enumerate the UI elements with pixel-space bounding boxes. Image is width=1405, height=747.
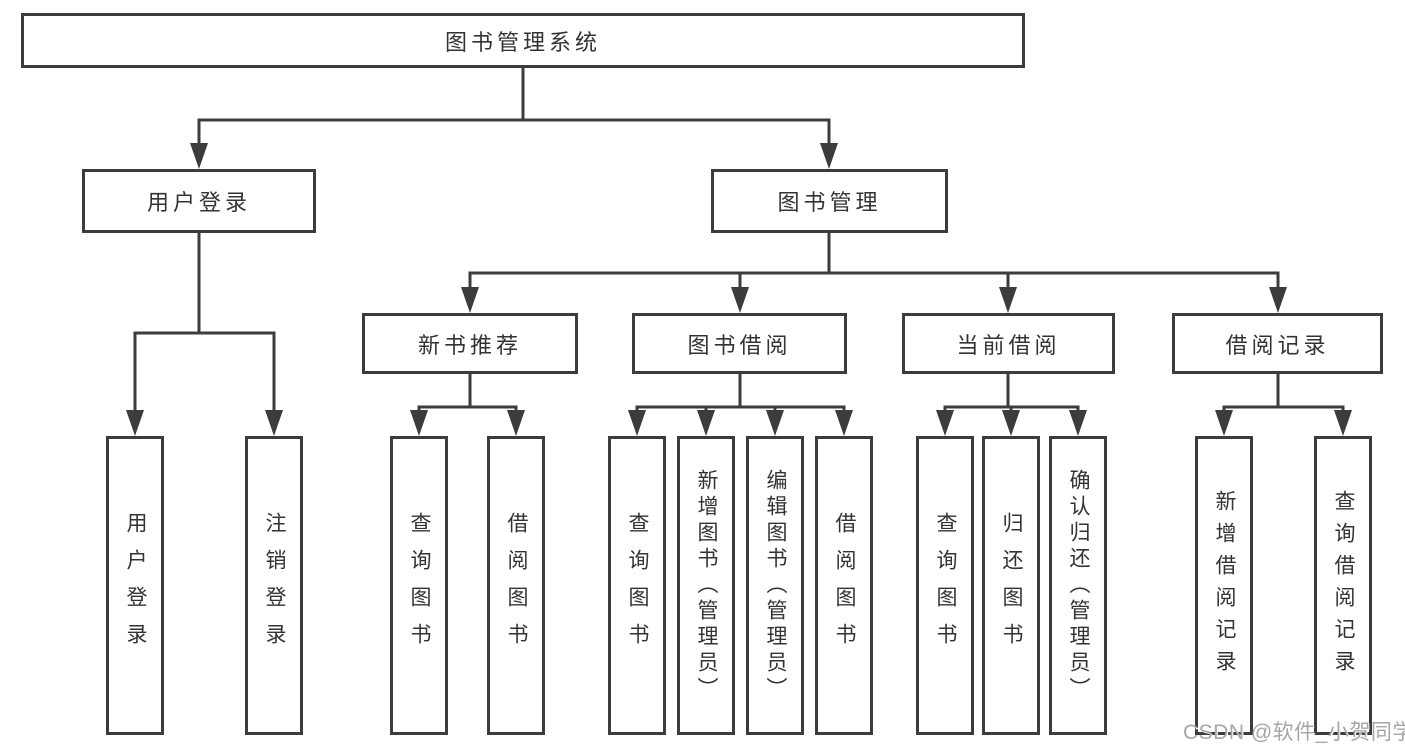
node-book-management: 图书管理: [711, 169, 948, 233]
leaf-label: 编辑图书（管理员）: [764, 468, 787, 703]
leaf-add-books-admin: 新增图书（管理员）: [677, 436, 735, 735]
leaf-label: 借阅图书: [505, 511, 528, 660]
leaf-query-books-borrowing: 查询图书: [608, 436, 666, 735]
leaf-label: 确认归还（管理员）: [1067, 468, 1090, 703]
node-library-management-system: 图书管理系统: [21, 13, 1025, 68]
node-user-login: 用户登录: [82, 169, 316, 233]
leaf-query-borrow-record: 查询借阅记录: [1314, 436, 1372, 735]
leaf-borrow-books-recommend: 借阅图书: [487, 436, 545, 735]
leaf-query-books-current: 查询图书: [916, 436, 974, 735]
leaf-return-books: 归还图书: [982, 436, 1040, 735]
leaf-label: 新增图书（管理员）: [695, 468, 718, 703]
watermark: CSDN @软件_小贺同学: [1183, 721, 1405, 744]
leaf-borrow-books-borrowing: 借阅图书: [815, 436, 873, 735]
leaf-label: 新增借阅记录: [1213, 489, 1236, 682]
leaf-label: 查询图书: [626, 511, 649, 660]
leaf-label: 归还图书: [1000, 511, 1023, 660]
leaf-add-borrow-record: 新增借阅记录: [1195, 436, 1253, 735]
leaf-logout: 注销登录: [245, 436, 303, 735]
node-new-book-recommendation: 新书推荐: [362, 313, 578, 374]
leaf-edit-books-admin: 编辑图书（管理员）: [746, 436, 804, 735]
leaf-label: 查询图书: [934, 511, 957, 660]
leaf-label: 查询借阅记录: [1332, 489, 1355, 682]
leaf-label: 注销登录: [263, 511, 286, 660]
node-book-borrowing: 图书借阅: [632, 313, 847, 374]
node-current-borrowing: 当前借阅: [902, 313, 1115, 374]
leaf-query-books-recommend: 查询图书: [390, 436, 448, 735]
leaf-label: 查询图书: [408, 511, 431, 660]
leaf-confirm-return-admin: 确认归还（管理员）: [1049, 436, 1107, 735]
node-borrowing-records: 借阅记录: [1172, 313, 1383, 374]
leaf-label: 借阅图书: [833, 511, 856, 660]
leaf-label: 用户登录: [124, 511, 147, 660]
leaf-user-login: 用户登录: [106, 436, 164, 735]
